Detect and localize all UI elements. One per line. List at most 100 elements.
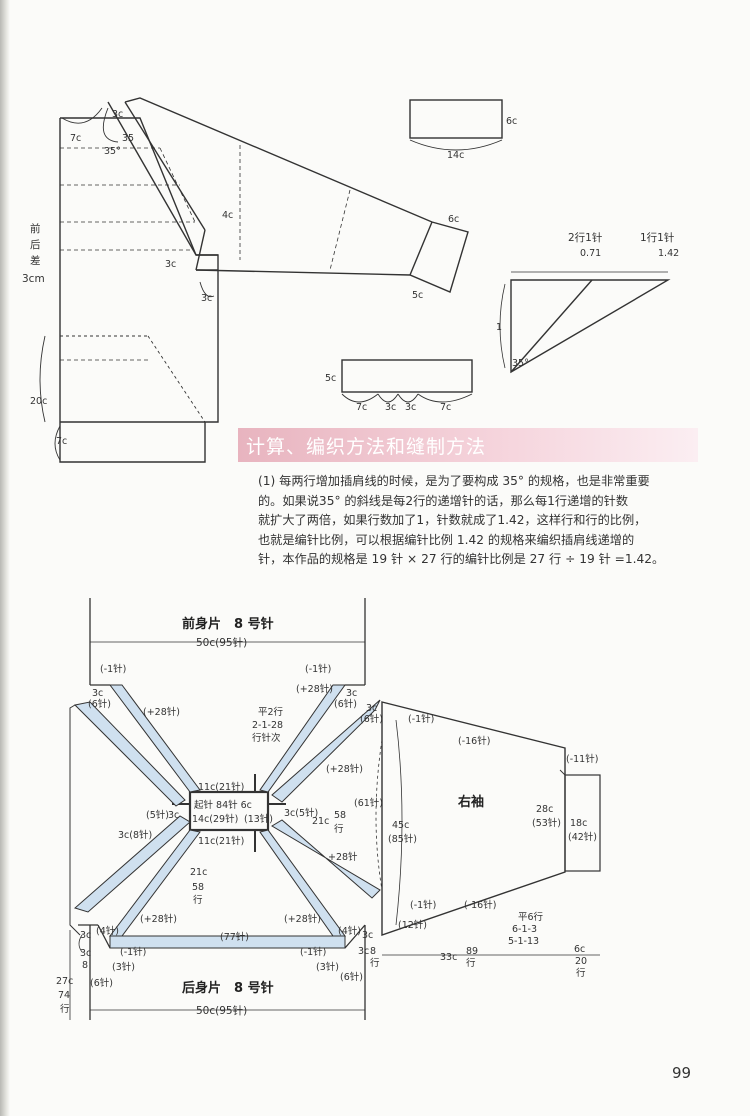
lbl-diff3: 差 <box>30 254 41 267</box>
lbl-sleeve-minus11: (-11针) <box>566 753 598 765</box>
lbl-sleeve-plus28: (+28针) <box>326 763 363 775</box>
lbl-b2: 6c <box>448 214 459 225</box>
lbl-back-3c-far-left: 3c <box>80 948 91 959</box>
back-bottom-band <box>109 935 346 949</box>
lbl-sleeve-42z: (42针) <box>568 831 597 843</box>
lbl-box2-w1: 7c <box>356 402 367 413</box>
front-title: 前身片 8 号针 <box>182 616 274 632</box>
page-number: 99 <box>672 1064 692 1082</box>
lbl-back-8-left: 8 <box>82 960 88 971</box>
lbl-sleeve-plus28b: +28针 <box>328 851 358 863</box>
lbl-front-3c-left: 3c <box>92 688 103 699</box>
lbl-sleeve-3c: 3c <box>366 703 377 714</box>
lbl-front-minus1-right: (-1针) <box>305 663 331 675</box>
sleeve-title: 右袖 <box>457 794 484 810</box>
lbl-b4: 3c <box>201 293 212 304</box>
lbl-a2: 7c <box>70 133 81 144</box>
lbl-flat6-b: 6-1-3 <box>512 924 537 935</box>
lbl-b5: 5c <box>412 290 423 301</box>
lbl-sleeve-20: 20 <box>575 956 587 967</box>
lbl-sleeve-minus1-bot: (-1针) <box>410 899 436 911</box>
lbl-box1-h: 6c <box>506 116 517 127</box>
paragraph-line: 针，本作品的规格是 19 针 × 27 行的编针比例是 27 行 ÷ 19 针 … <box>258 552 665 567</box>
lbl-back-8-right: 8 <box>370 946 376 957</box>
lbl-sleeve-6c: 6c <box>574 944 585 955</box>
lbl-sleeve-20b: 行 <box>576 967 586 979</box>
lbl-a1: 3c <box>112 109 123 120</box>
paragraph-line: 的。如果说35° 的斜线是每2行的递增针的话，那么每1行递增的针数 <box>258 493 629 508</box>
lbl-right-58b: 行 <box>334 823 344 835</box>
lbl-back-4z-right: (4针) <box>338 925 361 937</box>
lbl-front-3c-right: 3c <box>346 688 357 699</box>
section-banner: 计算、编织方法和缝制方法 <box>238 428 698 462</box>
lbl-b3: 3c <box>165 259 176 270</box>
lbl-back-6z-right: (6针) <box>340 971 363 983</box>
lbl-sleeve-6z: (6针) <box>360 713 383 725</box>
lbl-sleeve-minus16: (-16针) <box>458 735 490 747</box>
lbl-flat6-c: 5-1-13 <box>508 936 539 947</box>
lbl-vert-58: 58 <box>192 882 204 893</box>
lbl-a3: 35 <box>122 133 134 144</box>
lbl-sleeve-33c: 33c <box>440 952 457 963</box>
lbl-left-3c: 3c <box>168 810 179 821</box>
front-width: 50c(95针) <box>196 636 247 649</box>
lbl-sleeve-minus16-bot: (-16针) <box>464 899 496 911</box>
top-diagram: 3c 7c 35 35° 4c 6c 3c 3c 5c 前 后 差 3cm 20… <box>22 97 679 463</box>
lbl-box2-h: 5c <box>325 373 336 384</box>
lbl-sleeve-45c: 45c <box>392 820 409 831</box>
lbl-box2-w3: 3c <box>405 402 416 413</box>
lbl-back-3z-left: (3针) <box>112 961 135 973</box>
box-neck-1 <box>409 99 503 139</box>
paragraph-line: 就扩大了两倍，如果行数加了1，针数就成了1.42，这样行和行的比例， <box>258 513 647 528</box>
section-title: 计算、编织方法和缝制方法 <box>246 436 487 458</box>
lbl-flat-a: 平2行 <box>258 706 284 718</box>
lbl-diff2: 后 <box>30 239 41 251</box>
lbl-center-11c-top: 11c(21针) <box>198 781 244 793</box>
lbl-center-start1: 起针 84针 6c <box>194 799 252 811</box>
lbl-front-minus1-left: (-1针) <box>100 663 126 675</box>
lbl-sleeve-12z: (12针) <box>398 919 427 931</box>
lbl-back-27c: 27c <box>56 976 73 987</box>
lbl-center-start2: 14c(29针) <box>192 813 238 825</box>
lbl-back-74: 74 <box>58 990 70 1001</box>
lbl-back-4z-left: (4针) <box>96 925 119 937</box>
lbl-box1-w: 14c <box>447 150 464 161</box>
lbl-box2-w2: 3c <box>385 402 396 413</box>
lbl-back-minus1-right: (-1针) <box>300 946 326 958</box>
lbl-back-3c-left: 3c <box>80 930 91 941</box>
lbl-front-plus28-left: (+28针) <box>143 706 180 718</box>
body-outline <box>59 117 219 463</box>
back-width: 50c(95针) <box>196 1004 247 1017</box>
center-neck-box <box>188 790 270 832</box>
box-neck-2 <box>341 359 473 393</box>
book-binding-shadow <box>0 0 10 1116</box>
lbl-right-3c5: 3c(5针) <box>284 807 318 819</box>
lbl-right-58: 58 <box>334 810 346 821</box>
lbl-back-77z: (77针) <box>220 931 249 943</box>
lbl-rate1: 2行1针 <box>568 231 602 244</box>
lbl-angle: 35° <box>512 358 529 369</box>
lbl-left-3c8: 3c(8针) <box>118 829 152 841</box>
lbl-diff4: 3cm <box>22 273 45 285</box>
lbl-rate1-val: 0.71 <box>580 248 601 259</box>
lbl-vert-21c: 21c <box>190 867 207 878</box>
lbl-back-minus1-left: (-1针) <box>120 946 146 958</box>
lbl-back-plus28-left: (+28针) <box>140 913 177 925</box>
bottom-diagram: 前身片 8 号针 50c(95针) 后身片 8 号针 50c(95针) 右袖 (… <box>56 598 601 1020</box>
lbl-sleeve-minus1-top: (-1针) <box>408 713 434 725</box>
lbl-c2: 7c <box>56 436 67 447</box>
ratio-triangle <box>510 279 671 374</box>
lbl-back-74b: 行 <box>60 1003 70 1015</box>
lbl-back-plus28-right: (+28针) <box>284 913 321 925</box>
lbl-sleeve-89: 89 <box>466 946 478 957</box>
lbl-left-5z: (5针) <box>146 809 169 821</box>
lbl-c1: 20c <box>30 396 47 407</box>
lbl-front-plus28-right: (+28针) <box>296 683 333 695</box>
lbl-vert-row: 行 <box>193 894 203 906</box>
lbl-rate2: 1行1针 <box>640 231 674 244</box>
paragraph-line: 也就是编针比例，可以根据编针比例 1.42 的规格来编织插肩线递增的 <box>258 532 635 547</box>
lbl-sleeve-28c: 28c <box>536 804 553 815</box>
lbl-front-6z-right: (6针) <box>334 698 357 710</box>
lbl-center-11c-bot: 11c(21针) <box>198 835 244 847</box>
